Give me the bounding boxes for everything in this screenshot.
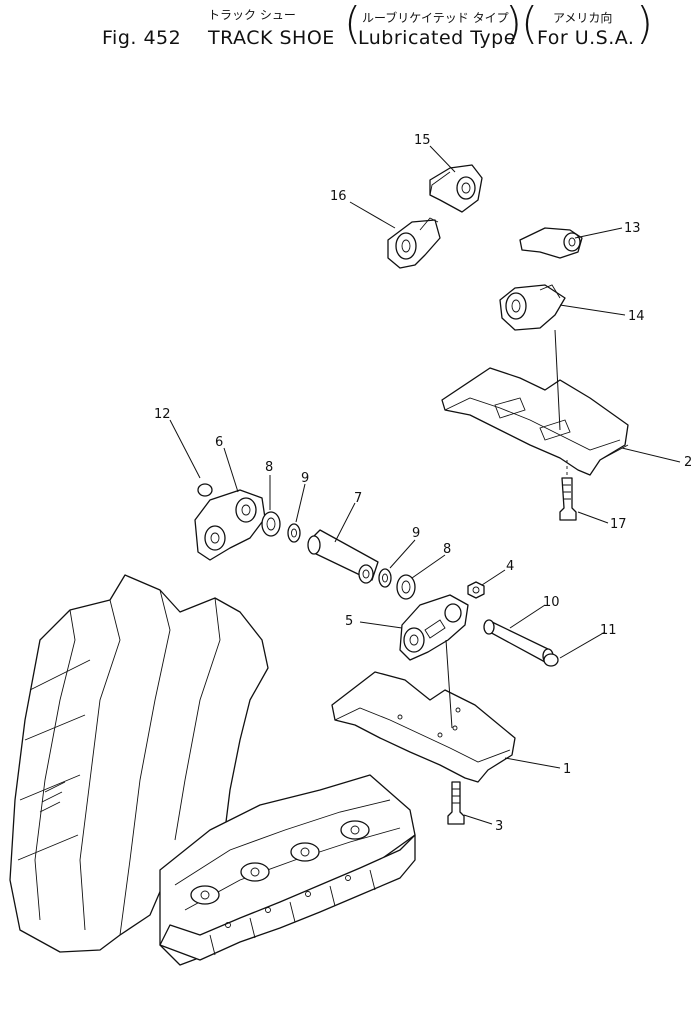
part-8-seal-left: [261, 511, 281, 537]
part-14-link-piece: [499, 284, 566, 331]
part-9-ring-right: [378, 568, 392, 588]
callout-13: 13: [624, 221, 641, 236]
paren-close-2: ): [636, 0, 654, 49]
part-3-bolt: [447, 781, 465, 825]
figure-title: TRACK SHOE: [208, 27, 335, 49]
type-japanese: ルーブリケイテッド タイプ: [362, 11, 509, 25]
part-12-plug: [197, 483, 213, 497]
title-japanese: トラック シュー: [208, 8, 296, 22]
callout-10: 10: [543, 595, 560, 610]
part-10-pin: [483, 619, 554, 664]
part-11-plug: [543, 653, 559, 667]
part-8-seal-right: [396, 574, 416, 600]
figure-number: Fig. 452: [102, 27, 182, 49]
region-japanese: アメリカ向: [553, 11, 613, 25]
part-6-track-link: [194, 489, 266, 561]
figure-header: トラック シュー Fig. 452 TRACK SHOE ( ルーブリケイテッド…: [0, 0, 695, 70]
callout-8-right: 8: [443, 542, 451, 557]
part-17-bolt: [559, 460, 577, 521]
callout-2: 2: [684, 455, 692, 470]
callout-12: 12: [154, 407, 171, 422]
paren-close-1: ): [505, 0, 523, 49]
part-2-track-shoe-plate: [441, 329, 629, 476]
part-13-link-piece: [519, 227, 583, 259]
callout-9: 9: [301, 471, 309, 486]
part-7-bushing-pin: [307, 529, 379, 584]
track-assembly-illustration: [9, 574, 416, 966]
part-9-ring-left: [287, 523, 301, 543]
region-label: For U.S.A.: [537, 27, 635, 49]
callout-15: 15: [414, 133, 431, 148]
type-label: Lubricated Type: [358, 27, 516, 49]
callout-11: 11: [600, 623, 617, 638]
callout-14: 14: [628, 309, 645, 324]
callout-7: 7: [354, 491, 362, 506]
part-4-nut: [467, 581, 485, 599]
part-15-link-piece: [429, 164, 483, 213]
callout-9-right: 9: [412, 526, 420, 541]
part-16-link-piece: [387, 217, 441, 269]
callout-labels: 15 16 13 14 2 12 6 8 9 7 17 9 8 4 10 11 …: [154, 133, 692, 834]
callout-3: 3: [495, 819, 503, 834]
leader-lines: [169, 145, 681, 825]
callout-16: 16: [330, 189, 347, 204]
callout-4: 4: [506, 559, 514, 574]
callout-5: 5: [345, 614, 353, 629]
callout-8: 8: [265, 460, 273, 475]
paren-open-2: (: [521, 0, 539, 49]
paren-open-1: (: [344, 0, 362, 49]
part-1-track-shoe-plate: [331, 639, 516, 783]
callout-17: 17: [610, 517, 627, 532]
callout-1: 1: [563, 762, 571, 777]
part-5-track-link: [399, 594, 469, 661]
callout-6: 6: [215, 435, 223, 450]
